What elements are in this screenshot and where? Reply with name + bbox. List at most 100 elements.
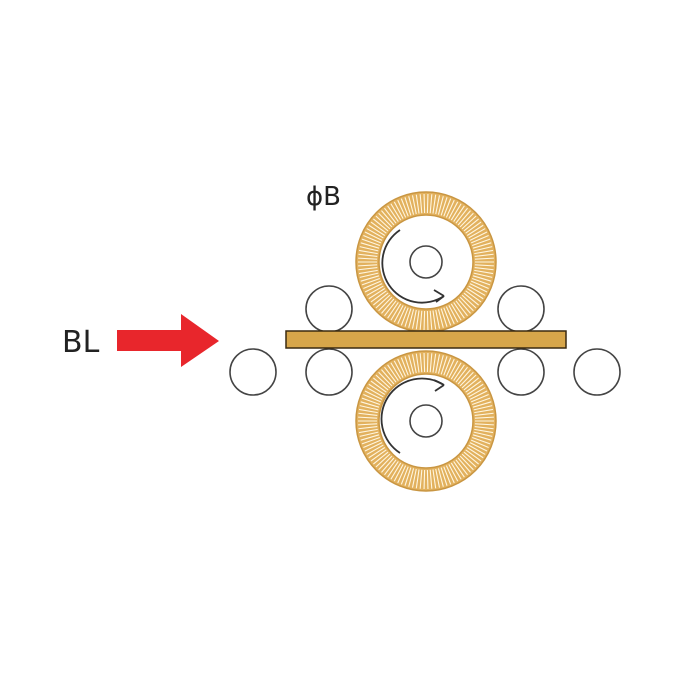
bristle-line [474,412,494,416]
bristle-line [474,426,494,430]
bristle-line [465,380,482,393]
bristle-line [358,267,378,271]
bristle-line [384,207,397,224]
bristle-line [423,194,426,214]
bristle-line [440,467,448,486]
bristle-line [423,469,426,489]
bristle-line [469,390,488,400]
bristle-line [364,390,383,400]
bristle-line [443,466,452,485]
bristle-line [373,218,389,232]
bristle-line [408,196,415,215]
bristle-line [465,221,482,234]
bristle-line [471,277,491,286]
bristle-line [360,434,380,441]
bristle-line [390,362,402,380]
bristle-line [361,238,381,247]
bristle-line [474,253,494,257]
bristle-line [415,353,420,373]
bristle-line [445,199,455,218]
bristle-line [471,397,491,406]
bristle-line [404,308,412,327]
bristle-line [463,292,479,306]
bristle-line [470,280,489,289]
bristle-line [397,358,407,377]
bristle-line [358,249,378,255]
bristle-line [457,369,471,385]
roller-bottom-left [305,348,353,396]
bristle-line [411,309,417,329]
bottom-brush-rotation-arrow-icon [380,377,445,454]
bristle-line [457,457,471,473]
bristle-line [463,451,479,465]
bristle-line [363,394,382,403]
bristle-line [445,465,455,484]
top-brush-rotation-arrowhead-icon [433,289,445,303]
bristle-line [358,423,378,426]
bristle-line [474,264,494,267]
bristle-line [423,310,426,330]
bristle-line [404,356,412,375]
bristle-line [429,353,433,373]
bristle-line [361,277,381,286]
bristle-line [437,355,444,374]
bristle-line [459,296,474,312]
bristle-line [437,196,444,215]
bristle-line [381,457,395,473]
bristle-line [432,310,437,330]
bristle-line [361,397,381,406]
bristle-line [474,423,494,426]
bristle-line [378,296,393,312]
bristle-line [358,269,378,275]
bristle-line [390,462,402,480]
bristle-line [400,357,409,376]
bristle-line [400,466,409,485]
bristle-line [393,201,404,219]
bristle-line [466,383,484,395]
bristle-line [426,194,429,214]
bristle-line [375,374,391,389]
bristle-line [461,294,477,309]
roller-top-right [497,285,545,333]
bristle-line [445,358,455,377]
bottom-brush-rotation-arrowhead-icon [433,379,445,392]
board [285,330,567,349]
bristle-line [415,469,420,489]
bristle-line [368,288,386,300]
bristle-line [453,461,465,478]
bristle-line [373,292,389,306]
bristle-line [465,290,482,303]
bristle-line [370,380,387,393]
bristle-line [455,366,468,383]
bristle-line [435,468,441,488]
bristle-line [473,431,493,437]
bristle-line [474,416,494,419]
roller-top-left [305,285,353,333]
bristle-line [368,383,386,395]
bristle-line [358,257,378,260]
bristle-line [459,212,474,228]
bristle-line [440,197,448,216]
bristle-line [453,302,465,319]
bristle-line [461,453,477,468]
bristle-line [474,428,494,434]
bristle-line [466,288,484,300]
bristle-line [440,308,448,327]
bristle-line [387,302,399,319]
bristle-line [415,310,420,330]
bristle-line [370,449,387,462]
bristle-line [393,360,404,378]
bristle-line [363,439,382,448]
bristle-line [387,461,399,478]
bristle-line [408,309,415,328]
bristle-line [440,356,448,375]
bristle-line [450,462,462,480]
roller-bottom-right [497,348,545,396]
bristle-line [469,283,488,293]
bristle-line [366,387,384,398]
bristle-line [378,455,393,471]
bristle-line [387,364,399,381]
bristle-line [358,426,378,430]
bristle-line [437,309,444,328]
top-brush-bristles [358,194,494,330]
